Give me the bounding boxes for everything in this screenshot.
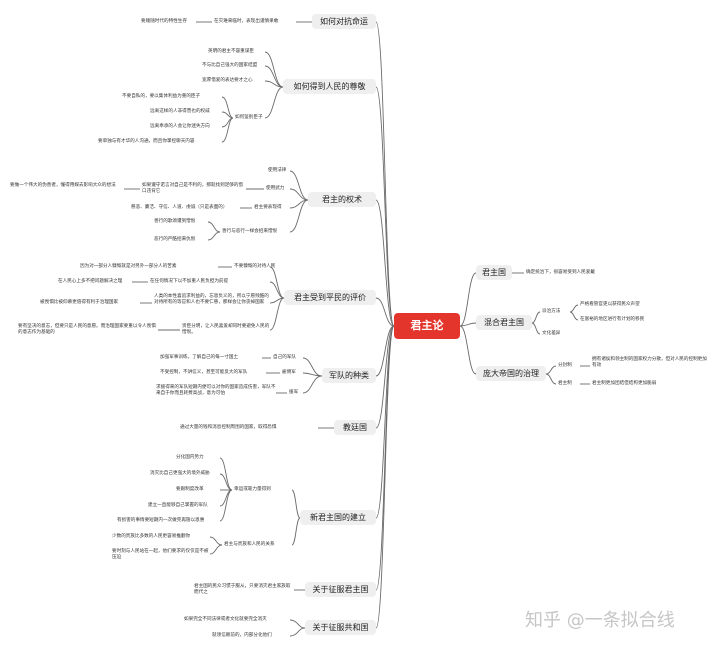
branch-conquer-principality[interactable]: 关于征服君主国 bbox=[305, 582, 376, 597]
papal-state-leaf: 通过大量的钱和消息控制周围的国家，取得恐惧 bbox=[180, 425, 277, 430]
relation-item: 要时刻与人民站在一起，他们要求的仅仅是不被压迫 bbox=[112, 549, 209, 560]
conquer-principality-leaf: 君主国的民众习惯于服从，只要消灭君主家族取而代之 bbox=[194, 584, 291, 595]
army-type: 雇佣军 bbox=[282, 370, 296, 375]
statecraft-hatred: 善行与恶行一样会招来憎恨 bbox=[222, 229, 278, 234]
branch-mixed-principality[interactable]: 混合君主国 bbox=[476, 315, 532, 330]
statecraft-force: 使用武力 bbox=[266, 186, 285, 191]
commoners-row-leaf: 被畏惧比被仰慕更值得有利于治理国家 bbox=[40, 300, 119, 305]
mixed-sub: 派治方法 bbox=[542, 309, 561, 314]
branch-fate-leaf: 要顺随时代的特性生存 bbox=[141, 19, 187, 24]
commoners-row-mid: 人类的本性喜追求利益的，忘恩负义的，所以宁愿残酷的对待所有的等宦和人也不要仁慈，… bbox=[154, 294, 269, 305]
hatred-item: 恶行的严酷招来仇恨 bbox=[154, 237, 196, 242]
statecraft-force-leaf: 如果遵守诺言对自己是不利的，那就找到足够的借口违背它 bbox=[142, 183, 244, 194]
respect-item: 不与比自己强大的国家结盟 bbox=[202, 63, 258, 68]
principality-leaf: 确定统治下，很容易受到人民爱戴 bbox=[526, 270, 595, 275]
branch-fate[interactable]: 如何对抗命运 bbox=[312, 14, 376, 29]
branch-new-principality[interactable]: 新君主国的建立 bbox=[300, 510, 376, 525]
branch-empire-governance[interactable]: 庞大帝国的治理 bbox=[476, 366, 546, 381]
watermark: 知乎 @一条拟合线 bbox=[525, 610, 675, 631]
ministers-item: 远离奉承的人会让你迷失方向 bbox=[150, 124, 210, 129]
central-topic[interactable]: 君主论 bbox=[394, 313, 460, 339]
branch-respect[interactable]: 如何得到人民的尊敬 bbox=[283, 79, 376, 94]
army-desc: 不受控制，不讲信义，甚至可能反大的军队 bbox=[160, 370, 248, 375]
mixed-sub-item: 在富裕的地区进行有计划的移民 bbox=[580, 317, 645, 322]
statecraft-appear-leaf: 慈悲、廉洁、守信、人道、虔诚（只是表面的） bbox=[131, 205, 228, 210]
branch-statecraft[interactable]: 君主的权术 bbox=[308, 192, 376, 207]
commoners-row-mid: 不要慷慨的对待人民 bbox=[234, 264, 276, 269]
branch-principality[interactable]: 君主国 bbox=[476, 265, 512, 280]
statecraft-force-far: 要做一个伟大的伪善者，懂得用媒去影响大众的想法 bbox=[10, 183, 116, 188]
commoners-row-leaf: 要有坚决的意志，但要只是人民的意愿。而治理国家要重以令人畏惧的意志作为基础的 bbox=[18, 324, 156, 335]
empire-desc: 拥有诸侯和领主制的国家权力分散，但对人民的控制更加有效 bbox=[592, 357, 707, 368]
branch-armies[interactable]: 军队的种类 bbox=[322, 368, 376, 383]
empire-type: 分封制 bbox=[558, 363, 572, 368]
ministers-item: 要单独与有才华的人沟通，而且你掌控聊天内容 bbox=[98, 139, 195, 144]
branch-papal-state[interactable]: 教廷国 bbox=[334, 420, 376, 435]
army-type: 援军 bbox=[289, 390, 299, 395]
commoners-row-mid: 在任何情况下以不加重人民负担为前提 bbox=[150, 279, 229, 284]
mixed-sub-item: 严格看管官吏以获得民众声望 bbox=[580, 302, 640, 307]
empire-desc: 君主制更加团结但结构更加脆弱 bbox=[592, 381, 657, 386]
commoners-row-leaf: 因为对一部分人慷慨就是对另外一部分人的苦素 bbox=[80, 264, 177, 269]
conquer-republic-item: 如果完全不同法律或者文化就要完全消灭 bbox=[184, 617, 267, 622]
new-principality-item: 分化国内势力 bbox=[176, 455, 204, 460]
statecraft-appear: 君主要表现得 bbox=[254, 205, 282, 210]
new-principality-item: 有损害的事情要短期内一次做完再施以恩惠 bbox=[117, 518, 205, 523]
commoners-row-mid: 贤臣分明，让人民喜爱却同时要避免人民的憎恨。 bbox=[182, 324, 270, 335]
new-principality-sub: 幸运或靠力量得到 bbox=[234, 487, 271, 492]
respect-item: 英明的君主不容重谋臣 bbox=[208, 49, 254, 54]
new-principality-item: 要跟制度改革 bbox=[176, 487, 204, 492]
branch-conquer-republic[interactable]: 关于征服共和国 bbox=[305, 620, 376, 635]
mixed-sub-culture: 文化差异 bbox=[542, 331, 561, 336]
new-principality-sub: 君主与贵族和人民的关系 bbox=[224, 542, 275, 547]
relation-item: 少数的贵族比多数的人民更容易推翻你 bbox=[112, 534, 191, 539]
army-desc: 求援得来的军队短期内便可以对你的国家造成伤害，军队不来自于你而且耗费高战，意为可… bbox=[156, 385, 276, 396]
empire-type: 君主制 bbox=[558, 381, 572, 386]
branch-fate-sub: 在灾难来临时，表现出谨慎果敢 bbox=[214, 19, 279, 24]
commoners-row-leaf: 在人民心上多不把问题解决之理 bbox=[58, 279, 123, 284]
new-principality-item: 消灭比自己更强大的境外威胁 bbox=[150, 471, 210, 476]
new-principality-item: 建立一直能够自己掌握的军队 bbox=[148, 503, 208, 508]
army-type: 自己的军队 bbox=[273, 355, 296, 360]
ministers-item: 远离这样的人非得营也的权威 bbox=[150, 109, 210, 114]
ministers-item: 不要自私的，要以集体利益为重的臣子 bbox=[122, 94, 201, 99]
respect-item: 宽厚借爱的表达要才之心 bbox=[202, 78, 253, 83]
respect-sub-ministers: 如何鉴别臣子 bbox=[235, 115, 263, 120]
army-desc: 加强军事训练，了解自己的每一寸国土 bbox=[160, 355, 239, 360]
branch-commoners[interactable]: 君主受到平民的评价 bbox=[284, 290, 376, 305]
hatred-item: 善行的歌颂遭到憎恨 bbox=[154, 219, 196, 224]
statecraft-law: 使用法律 bbox=[268, 168, 287, 173]
conquer-republic-item: 就领信赖前的，内部分化他们 bbox=[212, 633, 272, 638]
